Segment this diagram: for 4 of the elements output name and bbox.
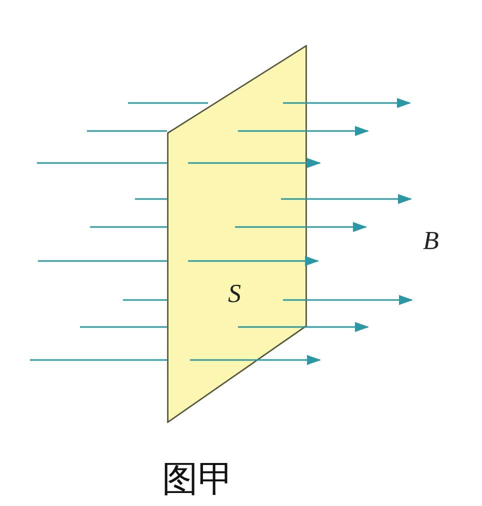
figure-caption: 图甲 [162, 459, 234, 500]
field-label: B [423, 228, 439, 254]
plane-label: S [228, 281, 241, 307]
plane [167, 45, 307, 423]
